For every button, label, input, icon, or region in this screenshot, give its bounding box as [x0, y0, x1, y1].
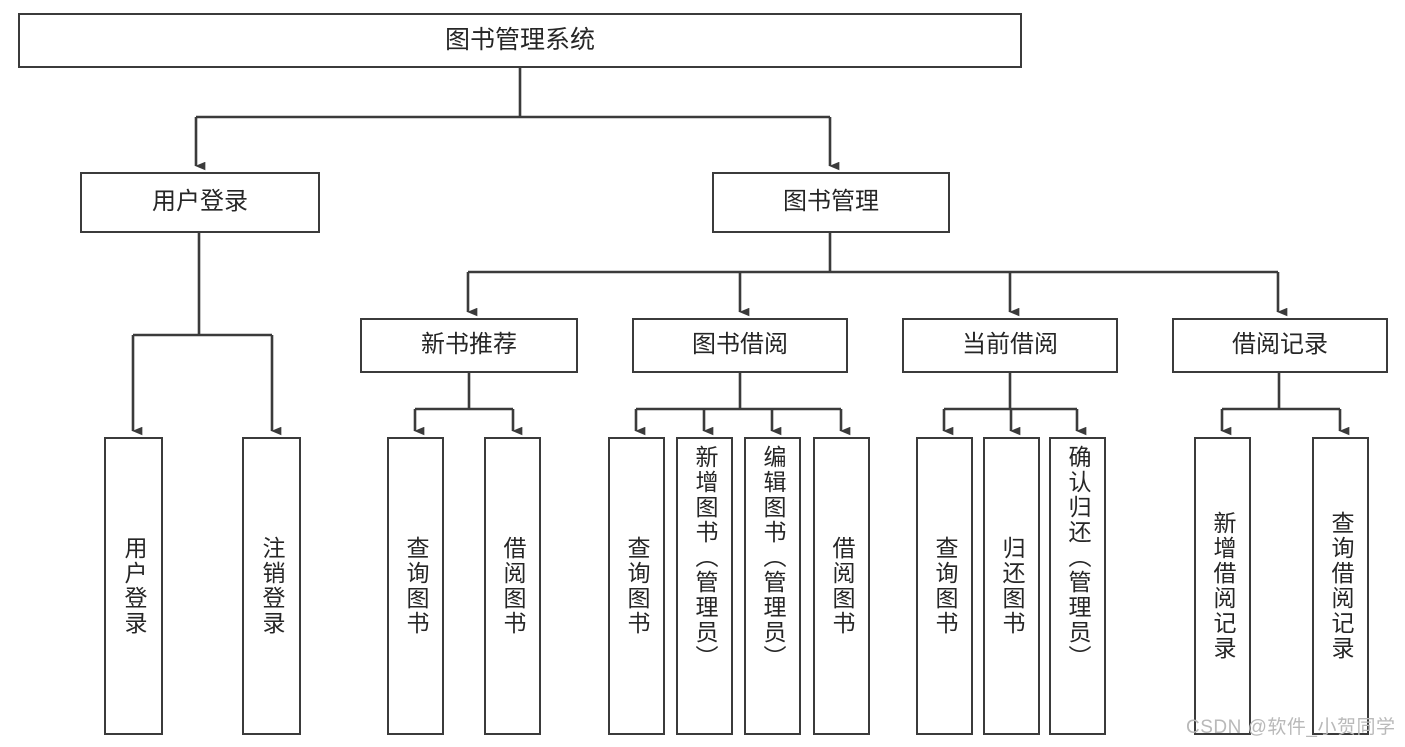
node-label: 查询图书 [403, 536, 429, 636]
leaf-new-book-recommend-0[interactable]: 查询图书 [387, 437, 444, 735]
leaf-book-borrow-1[interactable]: 新增图书（管理员） [676, 437, 733, 735]
node-label: 编辑图书（管理员） [760, 445, 786, 670]
leaf-current-borrow-2[interactable]: 确认归还（管理员） [1049, 437, 1106, 735]
leaf-book-borrow-3[interactable]: 借阅图书 [813, 437, 870, 735]
leaf-current-borrow-1[interactable]: 归还图书 [983, 437, 1040, 735]
node-label: 用户登录 [152, 188, 248, 216]
node-label: 归还图书 [999, 536, 1025, 636]
leaf-user-login-1[interactable]: 注销登录 [242, 437, 301, 735]
leaf-new-book-recommend-1[interactable]: 借阅图书 [484, 437, 541, 735]
node-label: 查询借阅记录 [1328, 511, 1354, 661]
leaf-book-borrow-2[interactable]: 编辑图书（管理员） [744, 437, 801, 735]
leaf-borrow-record-0[interactable]: 新增借阅记录 [1194, 437, 1251, 735]
node-label: 新书推荐 [421, 331, 517, 359]
node-user-login[interactable]: 用户登录 [80, 172, 320, 233]
leaf-book-borrow-0[interactable]: 查询图书 [608, 437, 665, 735]
node-new-book-recommend[interactable]: 新书推荐 [360, 318, 578, 373]
leaf-borrow-record-1[interactable]: 查询借阅记录 [1312, 437, 1369, 735]
node-label: 借阅图书 [500, 536, 526, 636]
node-label: 确认归还（管理员） [1065, 445, 1091, 670]
leaf-user-login-0[interactable]: 用户登录 [104, 437, 163, 735]
node-label: 新增图书（管理员） [692, 445, 718, 670]
node-borrow-record[interactable]: 借阅记录 [1172, 318, 1388, 373]
leaf-current-borrow-0[interactable]: 查询图书 [916, 437, 973, 735]
node-root-book-management-system[interactable]: 图书管理系统 [18, 13, 1022, 68]
node-label: 图书管理系统 [444, 25, 595, 54]
node-label: 当前借阅 [962, 331, 1058, 359]
node-book-management[interactable]: 图书管理 [712, 172, 950, 233]
node-current-borrow[interactable]: 当前借阅 [902, 318, 1118, 373]
node-label: 用户登录 [121, 536, 147, 636]
node-label: 借阅图书 [829, 536, 855, 636]
node-label: 新增借阅记录 [1210, 511, 1236, 661]
node-label: 注销登录 [259, 536, 285, 636]
node-label: 借阅记录 [1232, 331, 1328, 359]
node-label: 查询图书 [932, 536, 958, 636]
node-label: 图书管理 [783, 188, 879, 216]
node-book-borrow[interactable]: 图书借阅 [632, 318, 848, 373]
node-label: 图书借阅 [692, 331, 788, 359]
node-label: 查询图书 [624, 536, 650, 636]
